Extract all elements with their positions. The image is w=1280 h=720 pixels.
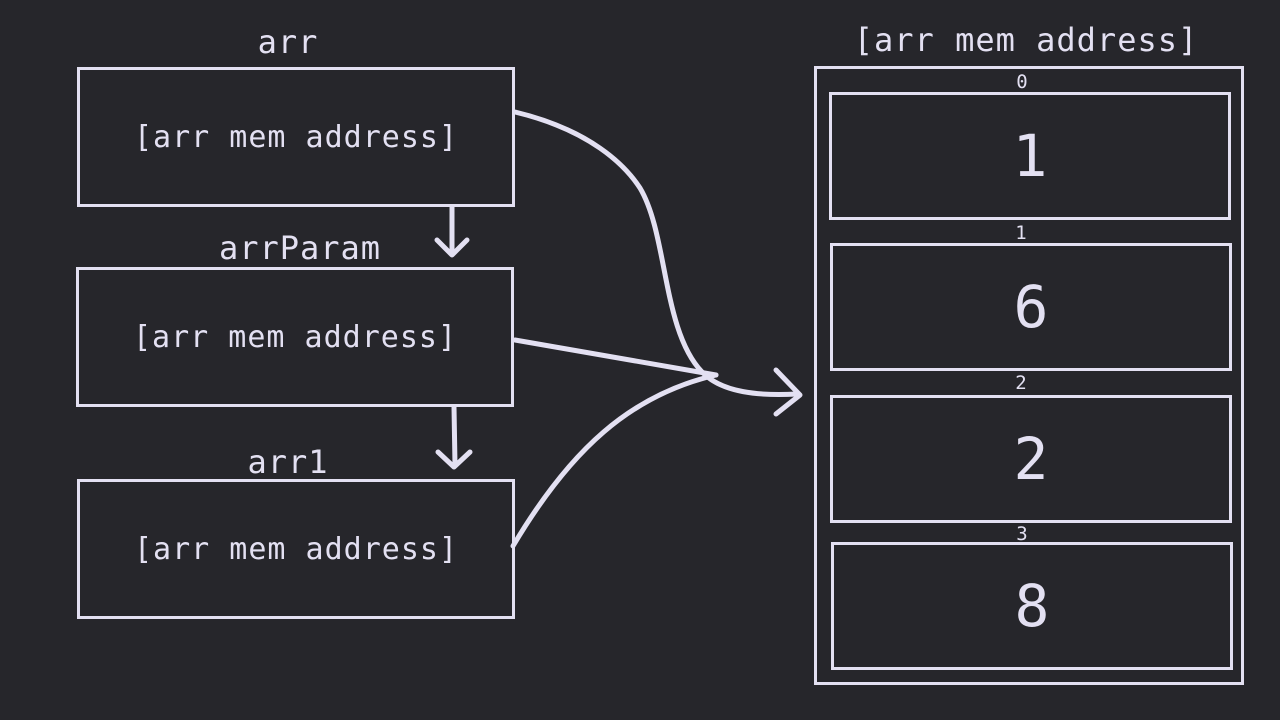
memory-block [814, 66, 1244, 685]
cell-value-0: 1 [1012, 122, 1048, 190]
memory-cell-0: 1 [829, 92, 1231, 220]
var-value-arrparam: [arr mem address] [132, 319, 458, 355]
reference-arrow-head [773, 367, 803, 417]
memory-cell-2: 2 [830, 395, 1232, 523]
memory-cell-1: 6 [830, 243, 1232, 371]
var-box-arr1: [arr mem address] [77, 479, 515, 619]
reference-line-arrparam [512, 337, 719, 378]
cell-value-1: 6 [1013, 273, 1049, 341]
cell-index-0: 0 [1016, 71, 1028, 93]
cell-value-2: 2 [1013, 425, 1049, 493]
cell-value-3: 8 [1014, 572, 1050, 640]
var-label-arr1: arr1 [247, 443, 329, 481]
memory-title: [arr mem address] [853, 21, 1199, 59]
reference-line-arr1 [510, 372, 719, 549]
var-box-arrparam: [arr mem address] [76, 267, 514, 407]
memory-cell-3: 8 [831, 542, 1233, 670]
var-label-arr: arr [257, 23, 319, 61]
cell-index-1: 1 [1015, 222, 1027, 244]
var-label-arrparam: arrParam [218, 229, 382, 267]
cell-index-3: 3 [1016, 523, 1028, 545]
arrow-arr-to-arrparam [434, 204, 470, 258]
reference-line-arr [512, 109, 800, 398]
var-box-arr: [arr mem address] [77, 67, 515, 207]
arrow-arrparam-to-arr1 [435, 404, 473, 470]
var-value-arr: [arr mem address] [133, 119, 459, 155]
cell-index-2: 2 [1015, 372, 1027, 394]
var-value-arr1: [arr mem address] [133, 531, 459, 567]
